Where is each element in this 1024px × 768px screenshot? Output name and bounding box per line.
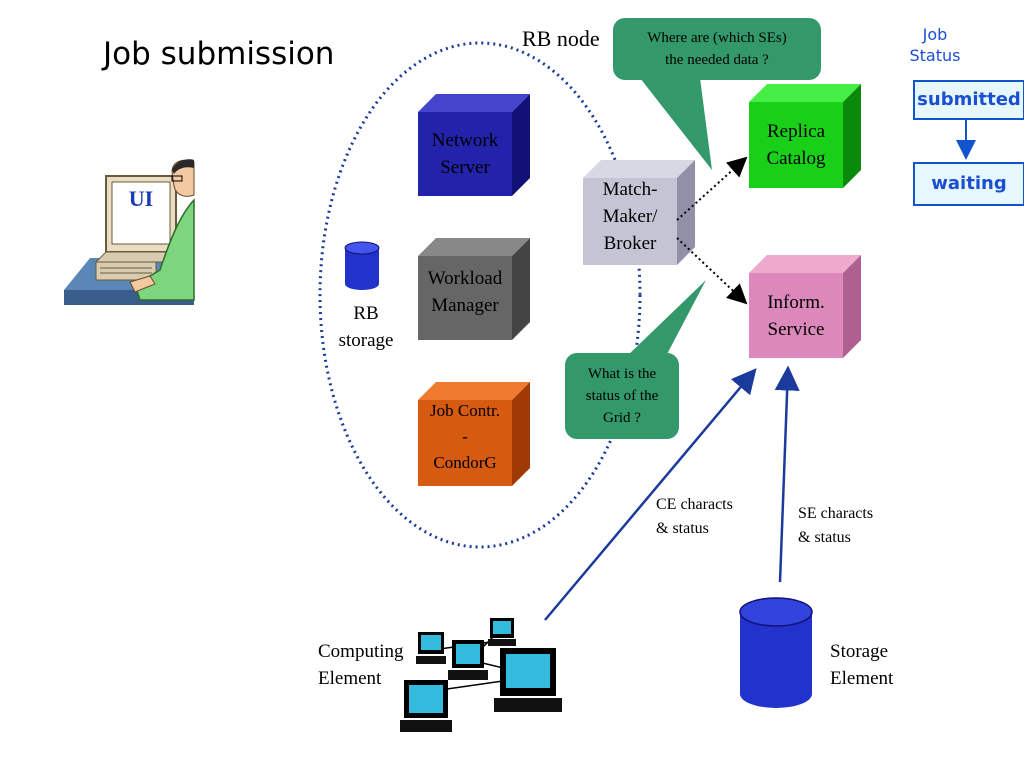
ui-user-illustration [64, 159, 195, 305]
rb-node-boundary [318, 41, 642, 549]
storage-element-cylinder [739, 597, 813, 708]
callout-where-data [613, 18, 821, 170]
callout-grid-status [565, 280, 706, 439]
callout-where-data-text: Where are (which SEs)the needed data ? [647, 30, 787, 68]
job-controller-cube [418, 382, 530, 486]
inform-service-cube [749, 255, 861, 358]
network-server-cube [418, 94, 530, 196]
status-waiting: waiting [913, 162, 1024, 206]
matchmaker-label: Match-Maker/Broker [602, 179, 658, 254]
arrow-se-to-inform [774, 365, 800, 583]
ui-label: UI [128, 186, 154, 211]
inform-service-label: Inform.Service [767, 292, 825, 340]
rb-node-label: RB node [522, 26, 600, 51]
workload-manager-cube [418, 238, 530, 340]
matchmaker-cube [583, 160, 695, 265]
replica-catalog-cube [749, 84, 861, 188]
status-submitted: submitted [913, 80, 1024, 120]
se-characts-label: SE characts& status [798, 505, 874, 546]
job-controller-label: Job Contr.-CondorG [430, 401, 500, 472]
page-title: Job submission [103, 36, 335, 72]
arrow-ce-to-inform [544, 368, 757, 621]
arrow-matchmaker-to-replica [676, 156, 748, 221]
rb-storage-cylinder [344, 241, 380, 290]
computing-element-illustration [400, 618, 562, 732]
arrow-matchmaker-to-inform [676, 237, 748, 305]
ce-characts-label: CE characts& status [656, 496, 733, 537]
